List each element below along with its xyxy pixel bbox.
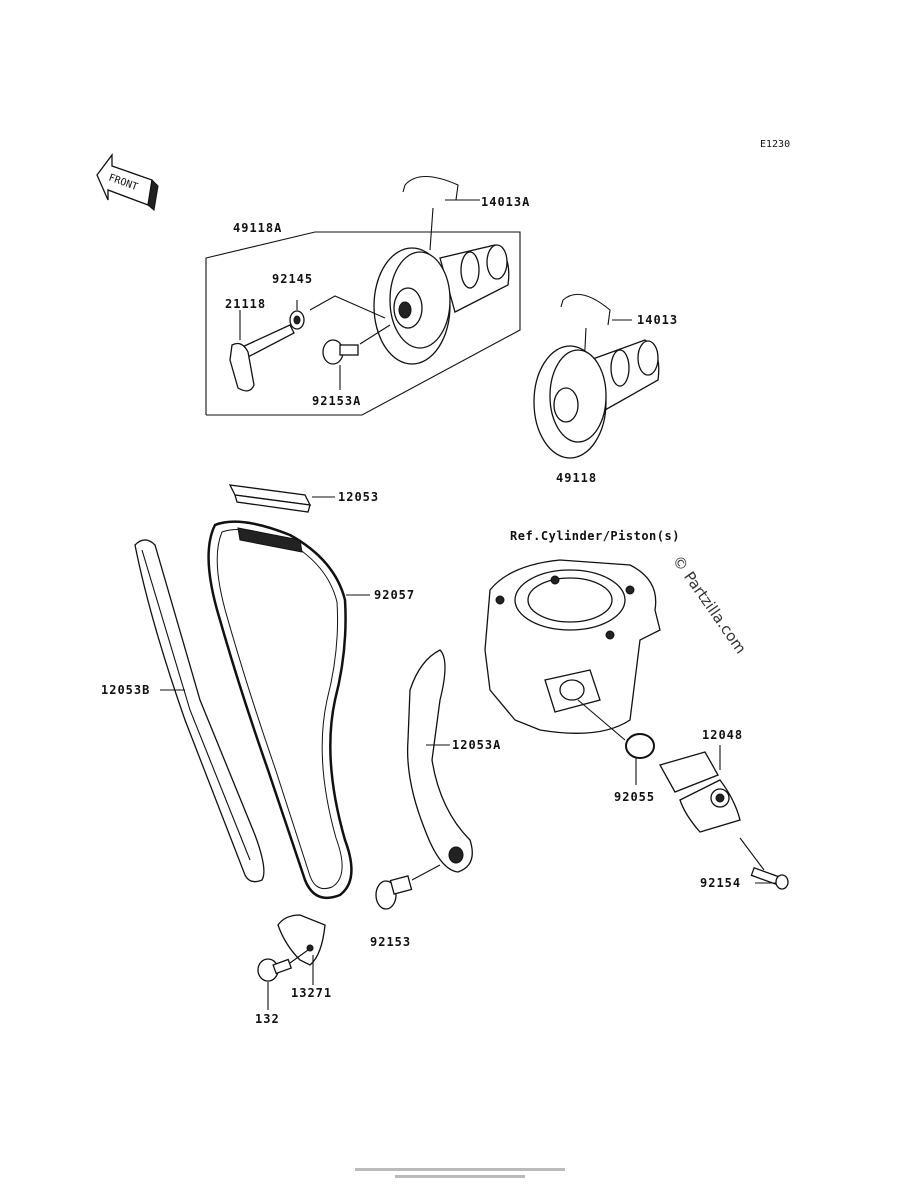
part-label-14013: 14013: [637, 313, 678, 327]
footer-copyright-mark: [355, 1168, 565, 1171]
o-ring-92055: [625, 733, 655, 759]
reference-label: Ref.Cylinder/Piston(s): [510, 529, 680, 543]
bracket-13271: [277, 914, 326, 966]
bolt-132: [257, 958, 293, 982]
part-label-21118: 21118: [225, 297, 266, 311]
part-label-12048: 12048: [702, 728, 743, 742]
footer-copyright-mark-2: [395, 1175, 525, 1178]
part-label-92055: 92055: [614, 790, 655, 804]
decompression-shaft-21118: [229, 324, 295, 392]
assembly-49118A-outline: [205, 231, 521, 416]
part-label-49118A: 49118A: [233, 221, 282, 235]
part-label-132: 132: [255, 1012, 280, 1026]
circlip-14013A: [402, 175, 459, 201]
bolt-92153A: [322, 339, 359, 365]
cam-chain-92057: [207, 520, 353, 900]
part-label-92154: 92154: [700, 876, 741, 890]
tensioner-guide-12053A: [406, 649, 473, 873]
camshaft-49118A: [373, 244, 510, 365]
part-label-92057: 92057: [374, 588, 415, 602]
part-label-92145: 92145: [272, 272, 313, 286]
chain-guide-12053: [228, 484, 312, 513]
chain-tensioner-12048: [659, 751, 741, 833]
chain-guide-12053B: [134, 539, 265, 883]
part-label-14013A: 14013A: [481, 195, 530, 209]
part-label-12053B: 12053B: [101, 683, 150, 697]
watermark: © Partzilla.com: [669, 552, 750, 657]
front-arrow-icon: FRONT: [96, 153, 159, 211]
camshaft-49118: [533, 339, 660, 459]
part-label-12053: 12053: [338, 490, 379, 504]
bolt-92153: [375, 875, 413, 910]
circlip-14013: [560, 293, 611, 326]
part-label-13271: 13271: [291, 986, 332, 1000]
bolt-92154: [750, 866, 789, 890]
part-label-49118: 49118: [556, 471, 597, 485]
part-label-92153A: 92153A: [312, 394, 361, 408]
part-label-92153: 92153: [370, 935, 411, 949]
diagram-code: E1230: [760, 139, 790, 150]
cylinder-reference: [484, 559, 661, 734]
part-label-12053A: 12053A: [452, 738, 501, 752]
